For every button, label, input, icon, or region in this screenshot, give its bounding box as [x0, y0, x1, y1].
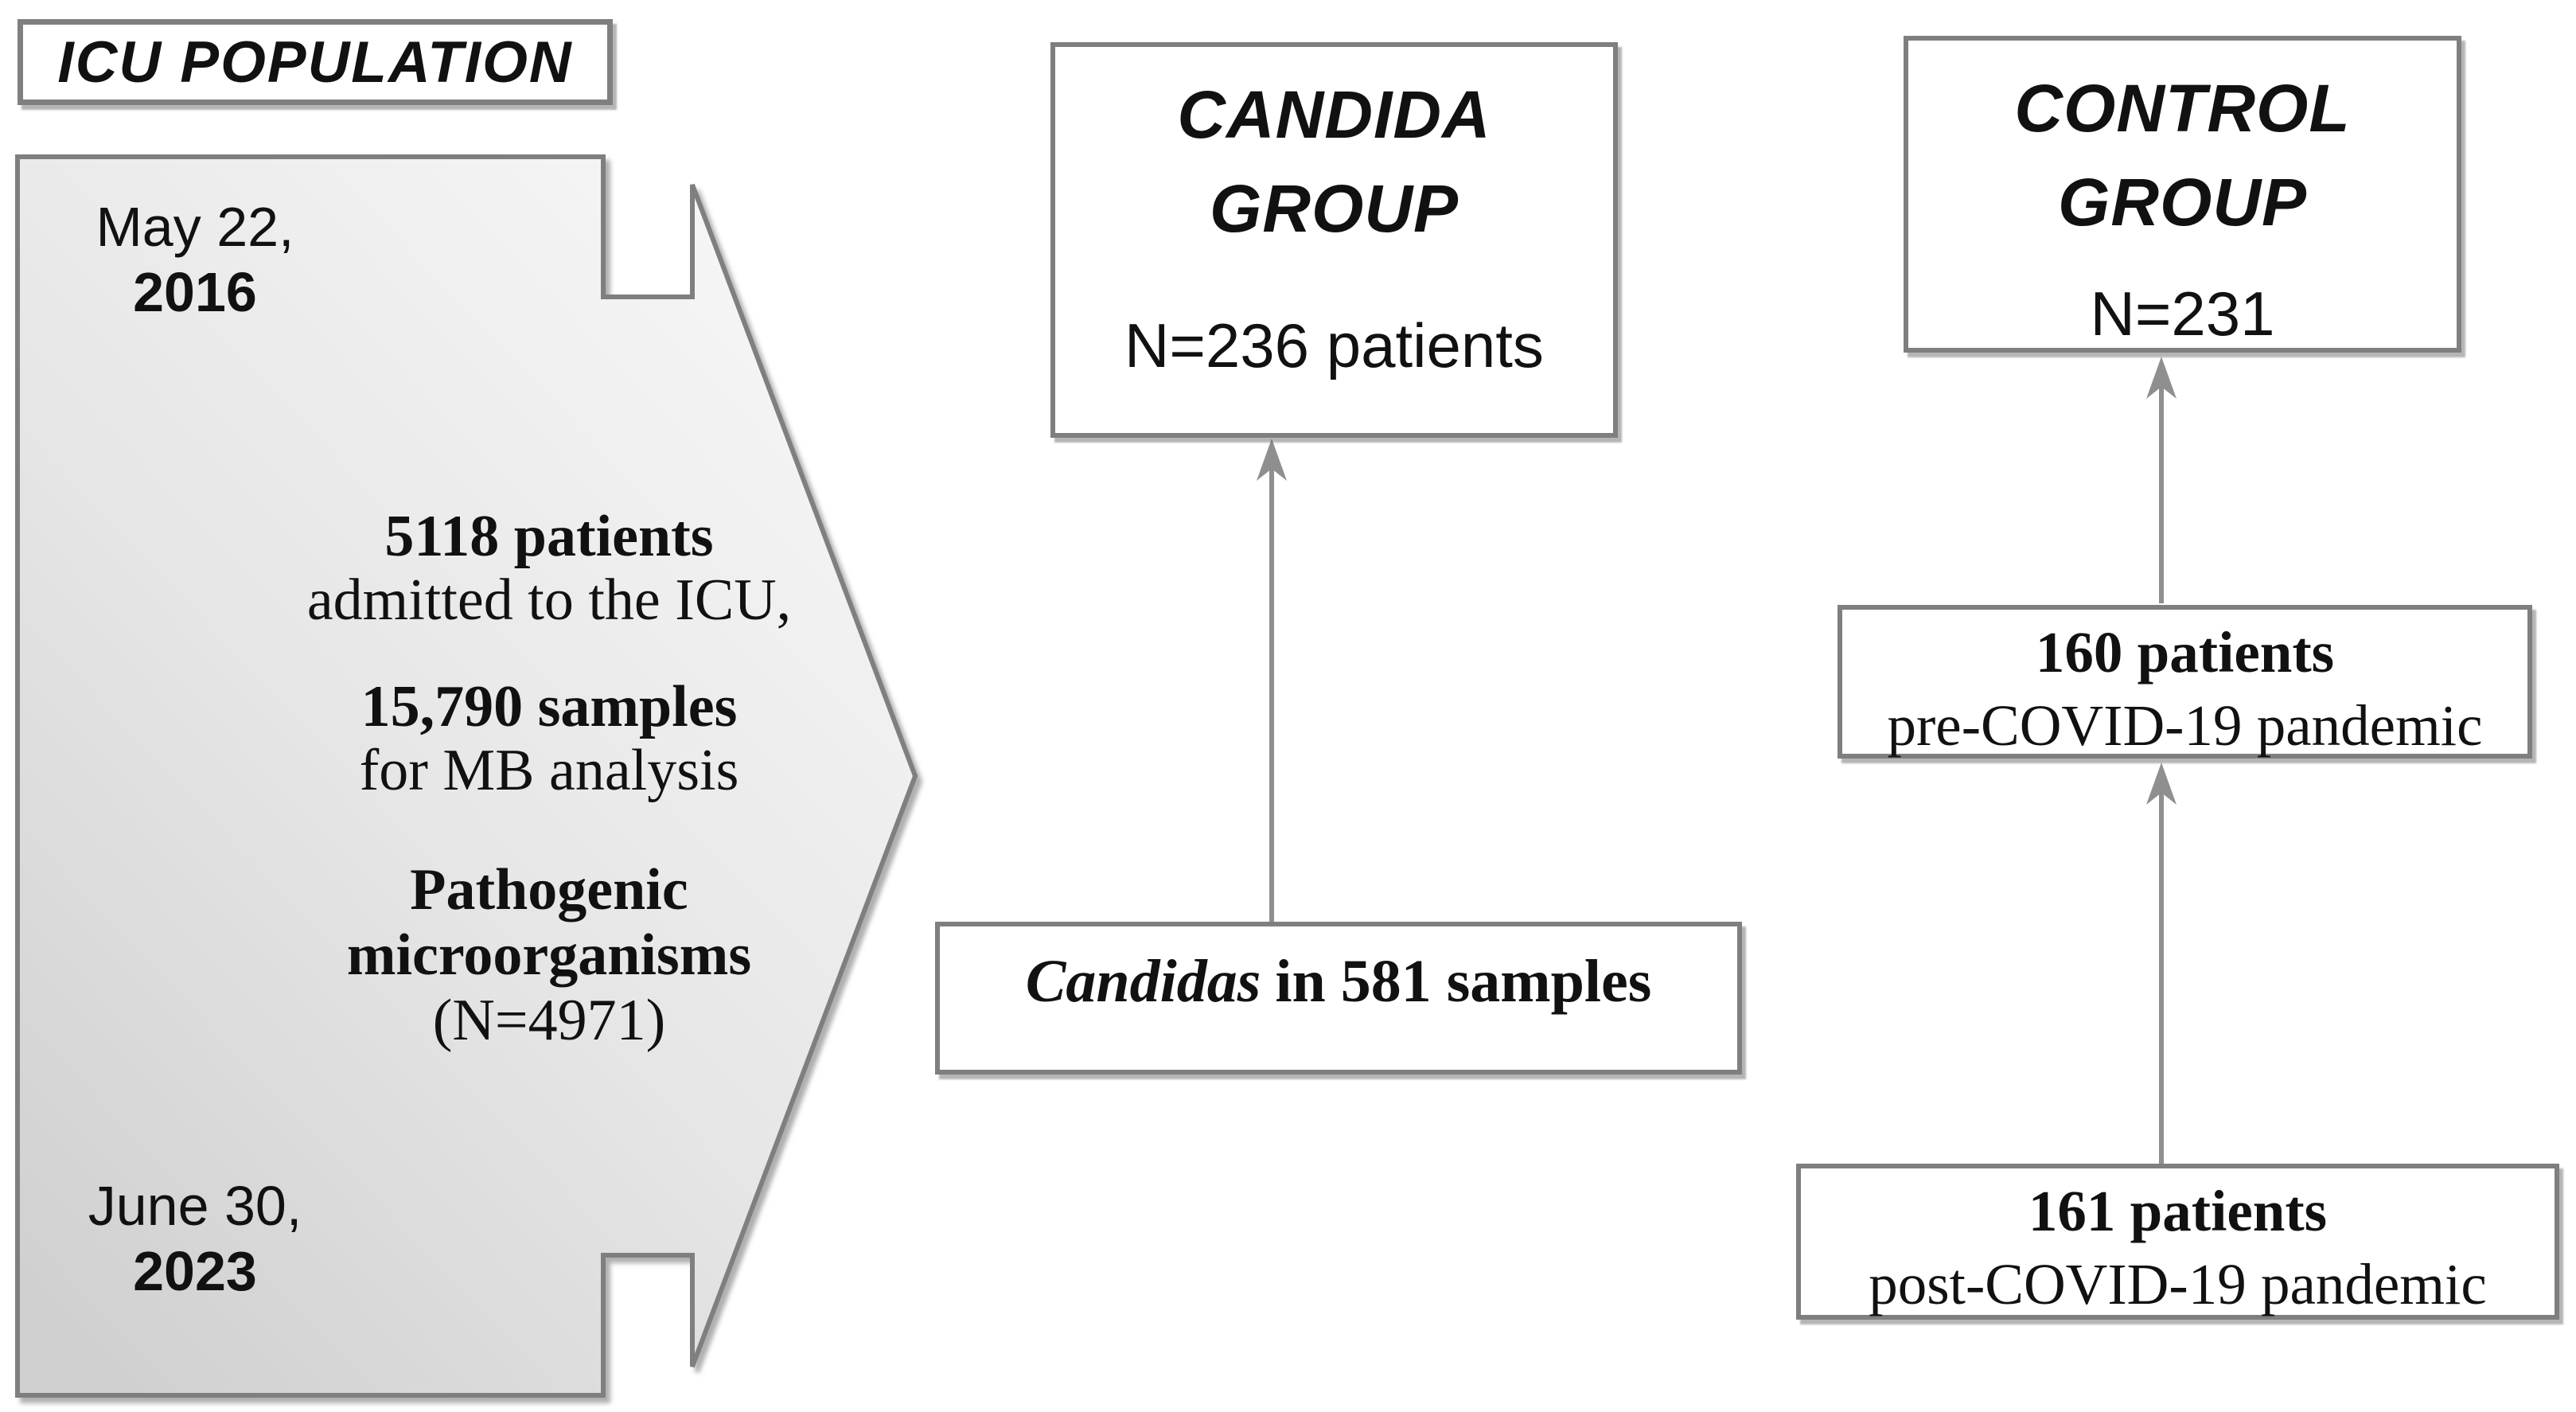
stats-patients-desc: admitted to the ICU,: [306, 568, 792, 633]
post-covid-box: 161 patients post-COVID-19 pandemic: [1796, 1164, 2559, 1320]
candida-samples-emphasis: Candidas: [1025, 948, 1261, 1015]
candida-group-title-line1: CANDIDA: [1177, 77, 1491, 152]
candida-samples-rest: in 581 samples: [1275, 948, 1652, 1015]
connector-candida: [1257, 439, 1287, 922]
icu-population-label-box: ICU POPULATION: [18, 19, 613, 105]
control-group-box: CONTROL GROUP N=231: [1904, 36, 2461, 353]
post-covid-count: 161 patients: [2028, 1179, 2328, 1243]
arrowhead-up-icon: [2146, 357, 2177, 399]
stats-pathogens-n: (N=4971): [432, 988, 666, 1053]
period-start-year: 2016: [133, 261, 257, 323]
stats-samples-count: 15,790 samples: [360, 674, 738, 739]
stats-pathogens-line2: microorganisms: [346, 922, 752, 988]
pre-covid-count: 160 patients: [2035, 620, 2335, 685]
candida-group-title: CANDIDA GROUP: [1055, 47, 1613, 255]
pre-covid-desc: pre-COVID-19 pandemic: [1887, 693, 2483, 758]
arrowhead-up-icon: [2146, 763, 2177, 805]
period-start: May 22, 2016: [16, 194, 374, 325]
control-group-title-line1: CONTROL: [2014, 71, 2351, 146]
icu-population-arrow-shape: [15, 154, 918, 1398]
candida-group-title-line2: GROUP: [1209, 171, 1459, 246]
connector-control-lower: [2146, 763, 2177, 1164]
period-end: June 30, 2023: [16, 1173, 374, 1304]
connector-control-upper: [2146, 357, 2177, 603]
period-end-date: June 30,: [88, 1175, 302, 1237]
icu-population-label-text: ICU POPULATION: [57, 29, 573, 95]
stats-samples-desc: for MB analysis: [359, 738, 739, 803]
period-start-date: May 22,: [95, 196, 294, 258]
candida-group-n: N=236 patients: [1124, 310, 1544, 380]
post-covid-desc: post-COVID-19 pandemic: [1869, 1252, 2487, 1316]
control-group-title: CONTROL GROUP: [1908, 41, 2457, 249]
stats-samples: 15,790 samples for MB analysis: [199, 675, 899, 802]
period-end-year: 2023: [133, 1240, 257, 1302]
stats-patients-count: 5118 patients: [384, 504, 714, 569]
stats-pathogens-line1: Pathogenic: [410, 857, 688, 922]
candida-group-box: CANDIDA GROUP N=236 patients: [1050, 42, 1618, 438]
control-group-title-line2: GROUP: [2057, 165, 2308, 240]
stats-patients: 5118 patients admitted to the ICU,: [199, 505, 899, 632]
pre-covid-box: 160 patients pre-COVID-19 pandemic: [1837, 605, 2532, 759]
control-group-n: N=231: [2090, 279, 2275, 349]
arrowhead-up-icon: [1257, 439, 1287, 481]
stats-pathogens: Pathogenic microorganisms (N=4971): [199, 857, 899, 1053]
